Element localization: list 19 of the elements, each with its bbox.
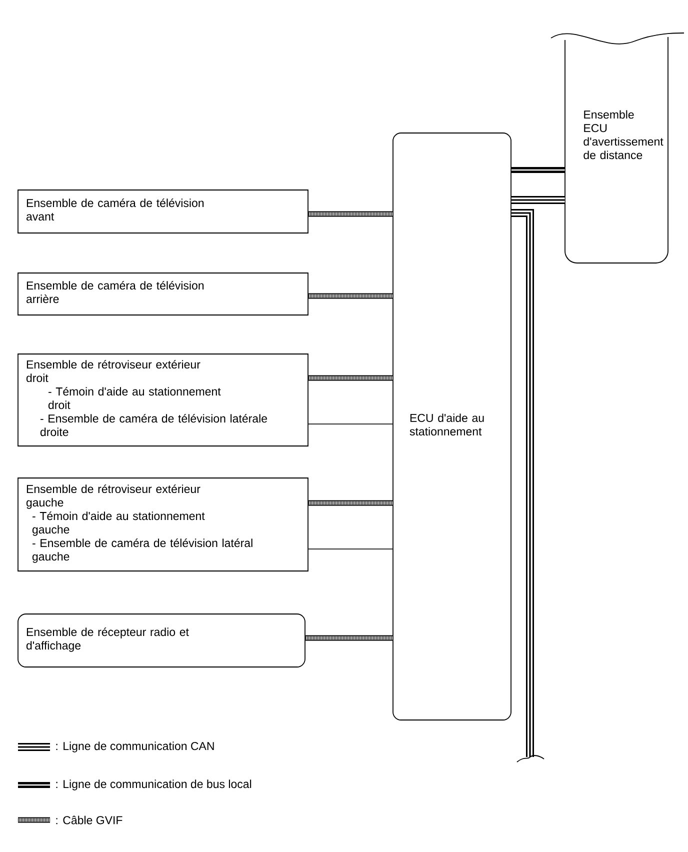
legend-text: : Câble GVIF [56,816,122,824]
component-box: Ensemble de caméra de télévision avant [18,190,308,234]
cable-line [308,211,393,217]
component-box: Ensemble de rétroviseur extérieur droit - Témoin d'aide au stationnement droit - Ensemble de caméra de télévision latérale droite [18,354,308,446]
bus-line [511,196,565,204]
cable-line [305,635,393,641]
legend-text: : Ligne de communication CAN [56,742,214,752]
bus-line [511,209,534,757]
component-box: Ensemble de rétroviseur extérieur gauche - Témoin d'aide au stationnement gauche - Ensemble de caméra de télévision latéral gauche [18,478,308,572]
ecu-box: Ensemble ECU d'avertissement de distance [550,32,684,264]
component-box: ECU d'aide au stationnement [392,132,512,720]
cable-line [308,500,393,506]
component-box: Ensemble de caméra de télévision arrière [18,272,308,316]
wire-line [308,548,393,550]
component-box: Ensemble de récepteur radio et d'affichage [18,614,306,668]
bus-line [511,167,565,173]
legend-text: : Ligne de communication de bus local [56,780,252,790]
cable-line [308,375,393,381]
cable-line [308,293,393,299]
